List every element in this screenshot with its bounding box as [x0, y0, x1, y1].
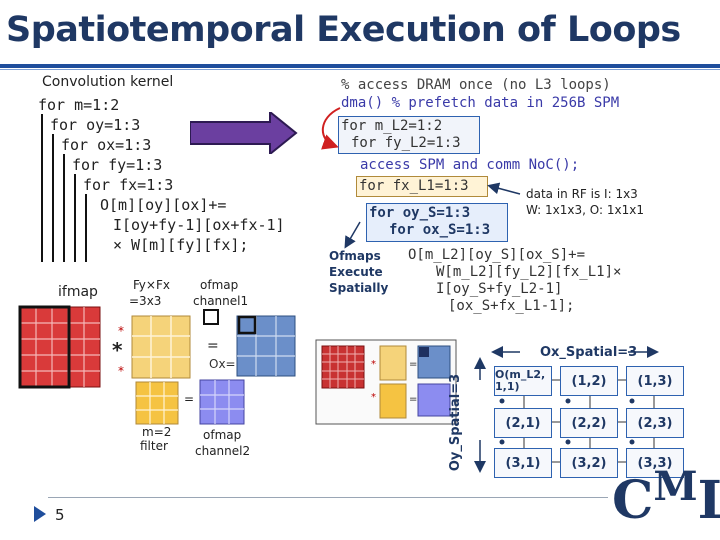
kernel-line-6: O[m][oy][ox]+= — [100, 196, 227, 214]
oy-spatial-label: Oy_Spatial=3 — [448, 373, 464, 472]
kernel-line-3: for ox=1:3 — [61, 136, 152, 154]
svg-text:=: = — [409, 394, 417, 405]
equals-top: = — [207, 338, 219, 354]
ox-label: Ox= — [209, 357, 236, 371]
compute-line-2: W[m_L2][fy_L2][fx_L1]× — [436, 264, 622, 280]
star-operator-main: * — [112, 338, 123, 362]
pe-cell-2-1: (2,1) — [494, 408, 552, 438]
pe-cell-3-3: (3,3) — [626, 448, 684, 478]
ofmap2-label-2: channel2 — [195, 444, 251, 458]
pe-cell-2-2: (2,2) — [560, 408, 618, 438]
rf-note-line-1: data in RF is I: 1x3 — [526, 187, 638, 201]
convolution-kernel-heading: Convolution kernel — [42, 74, 174, 90]
title-rule — [0, 64, 720, 68]
filter-label-2: filter — [140, 439, 168, 453]
ofmaps-label-3: Spatially — [329, 281, 389, 295]
ox-spatial-label: Ox_Spatial=3 — [540, 345, 638, 360]
kernel-line-2: for oy=1:3 — [50, 116, 141, 134]
ifmap-label: ifmap — [58, 284, 98, 300]
ofmaps-label-2: Execute — [329, 265, 383, 279]
pe-cell-1-2: (1,2) — [560, 366, 618, 396]
equals-bottom: = — [184, 392, 195, 406]
kernel-line-4: for fy=1:3 — [72, 156, 163, 174]
filter-top-grid — [131, 315, 191, 379]
l2-loop-line-2: for fy_L2=1:3 — [351, 135, 461, 151]
svg-text:*: * — [371, 392, 376, 403]
title-rule-thin — [0, 69, 720, 70]
ofmaps-label-1: Ofmaps — [329, 249, 381, 263]
spatial-loop-line-2: for ox_S=1:3 — [389, 222, 491, 238]
ifmap-grid — [18, 305, 101, 389]
l2-loop-line-1: for m_L2=1:2 — [341, 118, 443, 134]
spatial-loop-line-1: for oy_S=1:3 — [369, 205, 471, 221]
kernel-line-5: for fx=1:3 — [83, 176, 174, 194]
page-title: Spatiotemporal Execution of Loops — [6, 10, 681, 50]
filter-bottom-grid — [135, 381, 179, 425]
ofmap1-label-1: ofmap — [200, 278, 239, 292]
dma-line: dma() % prefetch data in 256B SPM — [341, 95, 620, 111]
pe-cell-3-2: (3,2) — [560, 448, 618, 478]
ofmap-channel2-grid — [199, 379, 245, 425]
rf-note-line-2: W: 1x1x3, O: 1x1x1 — [526, 203, 644, 217]
ofmap-channel1-grid — [203, 309, 296, 377]
logo-c: C — [612, 470, 654, 531]
l1-loop-line: for fx_L1=1:3 — [359, 178, 469, 194]
filter-dims-line-2: =3x3 — [129, 294, 162, 308]
kernel-line-7: I[oy+fy-1][ox+fx-1] — [113, 216, 285, 234]
footer-rule — [48, 497, 608, 498]
logo-l: L — [697, 470, 720, 531]
transform-arrow — [190, 112, 298, 154]
filter-label-1: m=2 — [142, 425, 172, 439]
kernel-line-1: for m=1:2 — [38, 96, 120, 114]
pe-cell-1-3: (1,3) — [626, 366, 684, 396]
pe-cell-1-1: O(m_L2, 1,1) — [494, 366, 552, 396]
star-operator-bottom: * — [118, 364, 124, 378]
ofmap2-label-1: ofmap — [203, 428, 242, 442]
access-spm-line: access SPM and comm NoC(); — [360, 157, 580, 173]
logo-m: M — [653, 463, 698, 510]
filter-dims-line-1: Fy×Fx — [133, 278, 170, 292]
pe-cell-2-3: (2,3) — [626, 408, 684, 438]
compute-line-3: I[oy_S+fy_L2-1] — [436, 281, 563, 297]
bullet-triangle-icon — [34, 506, 46, 522]
spatial-loop-box — [366, 203, 508, 242]
compute-line-4: [ox_S+fx_L1-1]; — [448, 298, 575, 314]
ofmap1-label-2: channel1 — [193, 294, 249, 308]
page-number: 5 — [55, 506, 65, 524]
kernel-line-8: × W[m][fy][fx]; — [113, 236, 249, 254]
pe-cell-3-1: (3,1) — [494, 448, 552, 478]
svg-text:=: = — [409, 359, 417, 370]
svg-text:*: * — [371, 359, 376, 370]
l2-loop-box — [338, 116, 480, 154]
compute-line-1: O[m_L2][oy_S][ox_S]+= — [408, 247, 586, 263]
dram-comment: % access DRAM once (no L3 loops) — [341, 77, 611, 93]
star-operator-top: * — [118, 324, 124, 338]
logo: CML — [612, 463, 720, 531]
